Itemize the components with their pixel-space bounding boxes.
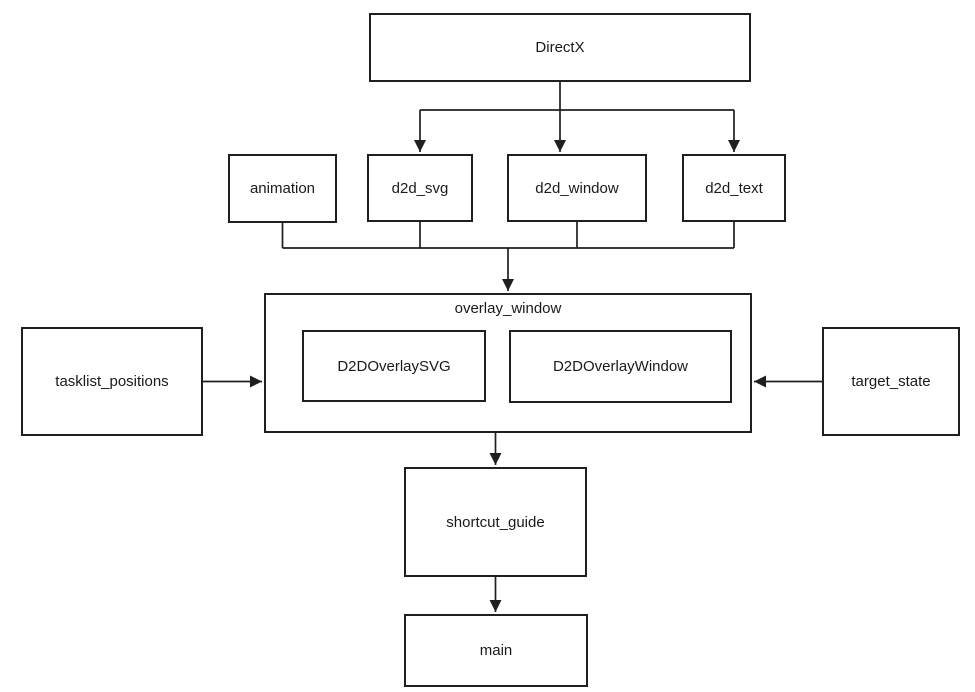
node-directx: DirectX (369, 13, 751, 82)
node-d2d-text-label: d2d_text (705, 179, 763, 197)
node-overlay-window-label: overlay_window (454, 300, 562, 317)
node-d2d-svg: d2d_svg (367, 154, 473, 222)
node-d2d-window: d2d_window (507, 154, 647, 222)
node-shortcut-guide: shortcut_guide (404, 467, 587, 577)
node-tasklist-positions-label: tasklist_positions (55, 373, 169, 390)
node-d2d-svg-label: d2d_svg (391, 179, 449, 197)
node-d2d-text: d2d_text (682, 154, 786, 222)
node-d2d-window-label: d2d_window (535, 179, 619, 197)
node-target-state: target_state (822, 327, 960, 436)
node-overlay-window: overlay_window D2DOverlaySVG D2DOverlayW… (264, 293, 752, 433)
node-animation: animation (228, 154, 337, 223)
node-shortcut-guide-label: shortcut_guide (446, 513, 545, 531)
node-directx-label: DirectX (535, 39, 585, 56)
node-target-state-label: target_state (851, 373, 931, 390)
node-animation-label: animation (249, 180, 316, 197)
node-d2d-overlay-window-label: D2DOverlayWindow (552, 358, 689, 375)
node-d2d-overlay-svg: D2DOverlaySVG (302, 330, 486, 402)
node-tasklist-positions: tasklist_positions (21, 327, 203, 436)
node-d2d-overlay-svg-label: D2DOverlaySVG (337, 357, 451, 375)
node-main-label: main (479, 642, 513, 659)
node-main: main (404, 614, 588, 687)
node-d2d-overlay-window: D2DOverlayWindow (509, 330, 732, 403)
